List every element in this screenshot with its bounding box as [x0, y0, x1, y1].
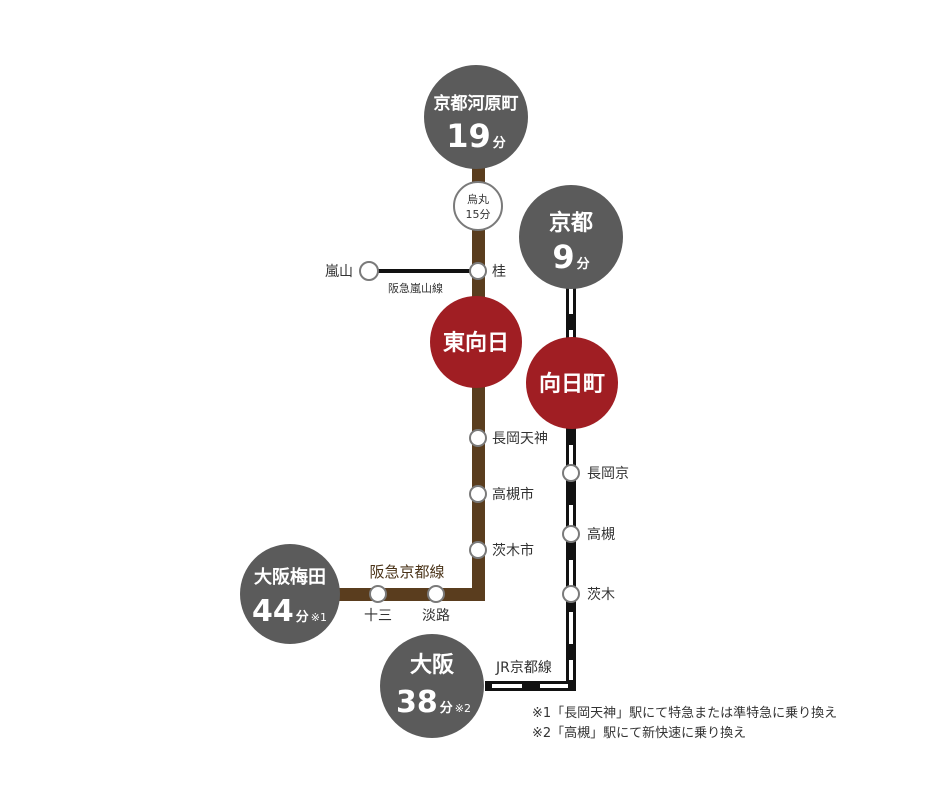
station-name: 嵐山 — [325, 264, 353, 280]
station-nagaoka-tenjin[interactable]: 長岡天神 — [469, 429, 548, 447]
station-takatsuki-shi[interactable]: 高槻市 — [469, 485, 534, 503]
minute-unit: 分 — [296, 609, 309, 625]
hankyu-kyoto-line-label: 阪急京都線 — [369, 563, 444, 581]
travel-minutes: 38 — [396, 685, 438, 720]
station-name: 京都河原町 — [434, 93, 519, 114]
station-name: 淡路 — [422, 608, 450, 624]
station-karasuma[interactable]: 烏丸 15分 — [453, 181, 503, 231]
station-name: 十三 — [364, 608, 392, 624]
station-name: 向日町 — [539, 371, 605, 397]
station-name: 長岡京 — [587, 466, 629, 482]
station-name: 大阪梅田 — [254, 566, 326, 588]
station-mukomachi[interactable]: 向日町 — [526, 337, 618, 429]
station-awaji[interactable]: 淡路 — [422, 585, 450, 624]
jr-kyoto-line-label: JR京都線 — [495, 660, 552, 676]
station-nagaokakyo[interactable]: 長岡京 — [562, 464, 629, 482]
station-name: 烏丸 — [467, 192, 489, 206]
station-juso[interactable]: 十三 — [364, 585, 392, 624]
station-name: 桂 — [492, 264, 506, 280]
footnote-1: ※1「長岡天神」駅にて特急または準特急に乗り換え — [532, 705, 837, 721]
station-arashiyama[interactable]: 嵐山 — [325, 261, 379, 281]
note-mark: ※1 — [311, 611, 327, 624]
note-mark: ※2 — [455, 702, 471, 715]
travel-minutes: 44 — [252, 594, 294, 629]
station-name: 高槻 — [587, 526, 615, 543]
station-ibaraki[interactable]: 茨木 — [562, 585, 615, 603]
footnote-2: ※2「高槻」駅にて新快速に乗り換え — [532, 725, 746, 741]
jr-line-horizontal — [485, 681, 576, 691]
travel-minutes: 9 — [552, 238, 574, 276]
footnotes: ※1「長岡天神」駅にて特急または準特急に乗り換え ※2「高槻」駅にて新快速に乗り… — [532, 705, 837, 741]
travel-minutes: 19 — [446, 117, 491, 155]
station-name: 京都 — [549, 210, 593, 236]
station-name: 長岡天神 — [492, 431, 548, 447]
minute-unit: 分 — [577, 256, 590, 272]
station-ibaraki-shi[interactable]: 茨木市 — [469, 541, 534, 559]
station-name: 大阪 — [410, 653, 454, 678]
minute-unit: 分 — [440, 700, 453, 716]
station-higashi-muko[interactable]: 東向日 — [430, 296, 522, 388]
minute-unit: 分 — [493, 135, 506, 151]
travel-time: 15分 — [466, 208, 491, 221]
station-name: 高槻市 — [492, 486, 534, 503]
station-katsura[interactable]: 桂 — [469, 262, 506, 280]
station-name: 東向日 — [443, 330, 509, 356]
station-takatsuki[interactable]: 高槻 — [562, 525, 615, 543]
station-name: 茨木市 — [492, 542, 534, 559]
arashiyama-line-label: 阪急嵐山線 — [388, 281, 443, 295]
station-name: 茨木 — [587, 587, 615, 603]
